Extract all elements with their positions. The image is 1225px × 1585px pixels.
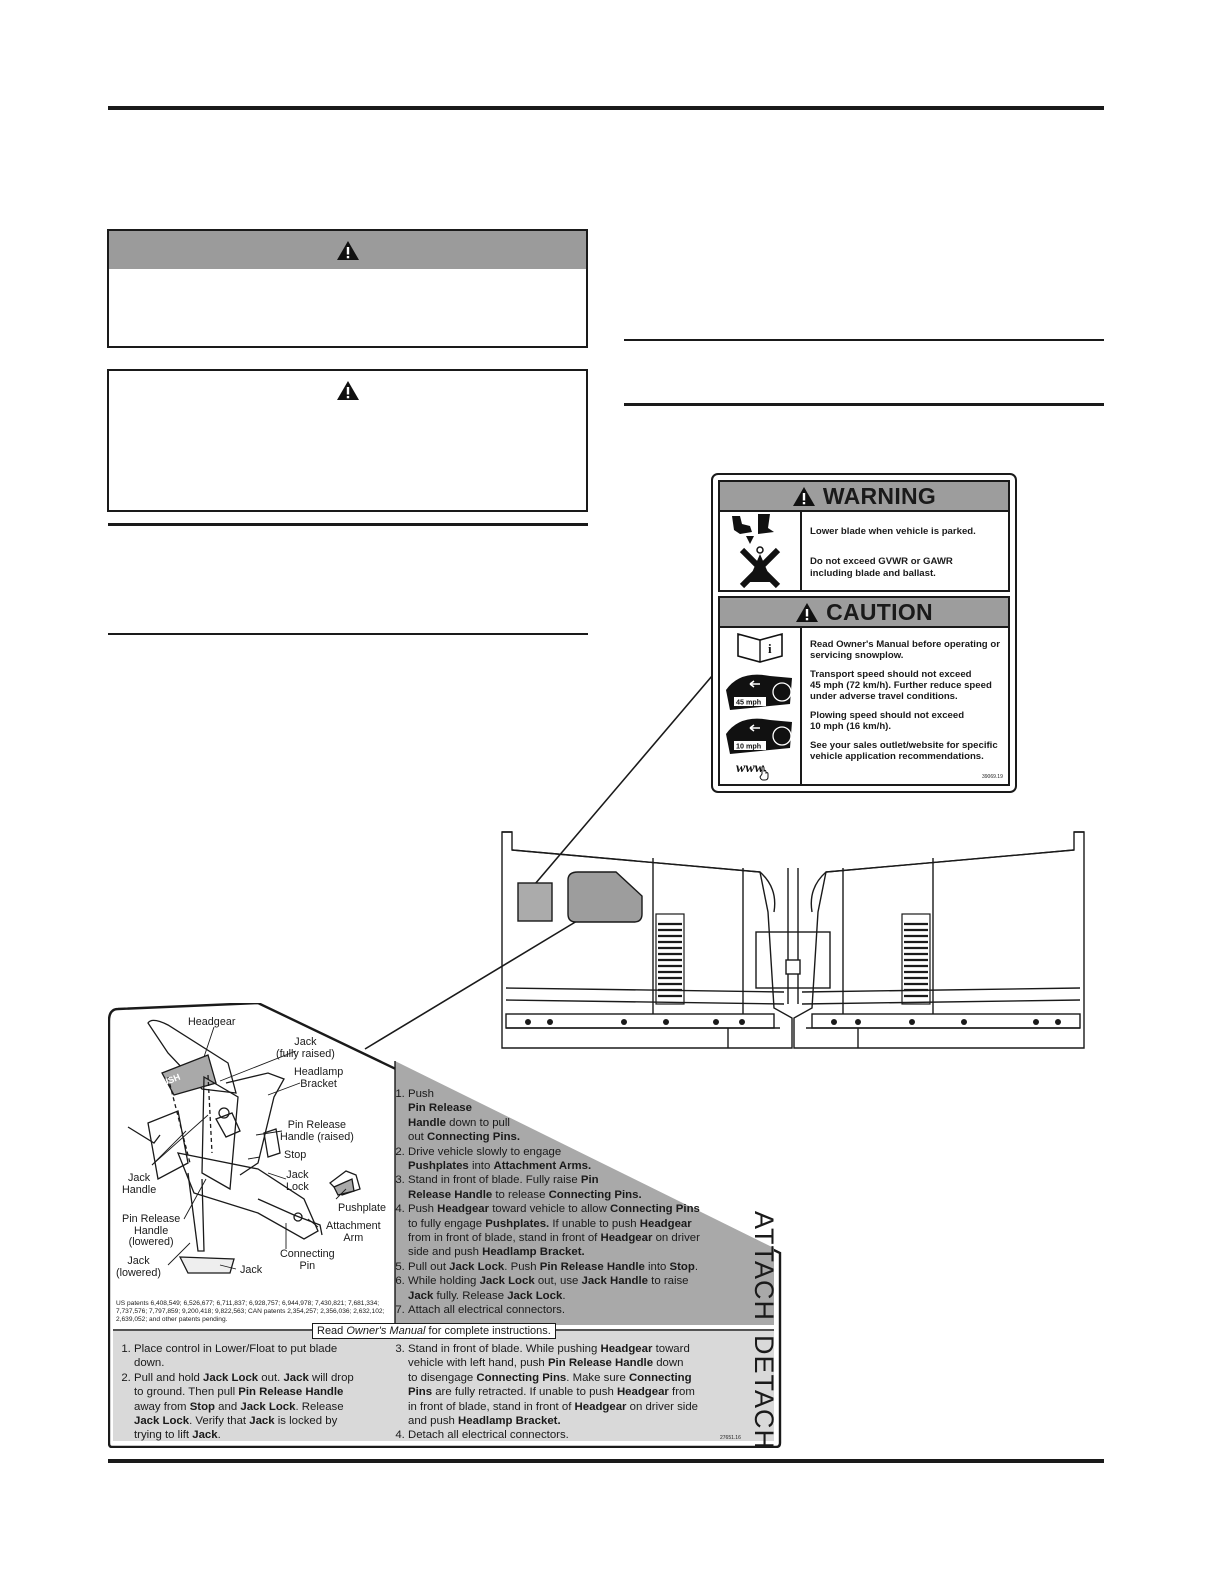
- label-attachment-arm: Attachment Arm: [326, 1220, 381, 1244]
- attach-title: ATTACH: [749, 1211, 779, 1321]
- caution-line-3b: 10 mph (16 km/h).: [810, 721, 892, 732]
- footer-rule: [108, 1459, 1104, 1463]
- attach-step-6: While holding Jack Lock out, use Jack Ha…: [408, 1274, 750, 1303]
- hazard-box-1-header: [109, 231, 586, 269]
- read-manual-emphasis: Owner's Manual: [346, 1325, 426, 1337]
- section-rule: [624, 403, 1104, 406]
- svg-text:i: i: [768, 641, 772, 656]
- detach-step-1: Place control in Lower/Float to put blad…: [134, 1342, 396, 1371]
- truck-speed-icon-10: 10 mph: [726, 718, 792, 754]
- caution-line-2a: Transport speed should not exceed: [810, 669, 972, 680]
- caution-icons: i 45 mph 10 mph www.: [720, 626, 802, 784]
- trip-springs: [655, 913, 931, 1005]
- caution-line-1b: servicing snowplow.: [810, 650, 904, 661]
- manual-and-speed-icons: i 45 mph 10 mph www.: [726, 632, 792, 781]
- warning-line-2b: including blade and ballast.: [810, 568, 936, 579]
- callout-leaders: [151, 1026, 347, 1270]
- attach-decal-location: [567, 871, 643, 923]
- warning-title: WARNING: [822, 482, 937, 509]
- label-jack-lowered: Jack (lowered): [116, 1255, 162, 1279]
- attach-step-3: Stand in front of blade. Fully raise Pin…: [408, 1173, 750, 1202]
- label-jack-raised: Jack (fully raised): [276, 1036, 335, 1060]
- warning-line-2a: Do not exceed GVWR or GAWR: [810, 556, 953, 567]
- read-manual-post: for complete instructions.: [425, 1325, 551, 1337]
- attach-step-2: Drive vehicle slowly to engagePushplates…: [408, 1145, 750, 1174]
- label-connecting-pin: Connecting Pin: [280, 1248, 335, 1272]
- hazard-box-1: [107, 229, 588, 348]
- label-jack: Jack: [240, 1264, 263, 1276]
- label-jack-handle: Jack Handle: [122, 1172, 157, 1196]
- section-rule: [108, 523, 588, 526]
- section-rule: [624, 339, 1104, 341]
- warning-decal-location: [517, 882, 553, 922]
- warning-triangle-icon: [792, 486, 815, 506]
- caution-panel: CAUTION i 45 mph: [718, 596, 1010, 786]
- label-headgear: Headgear: [188, 1016, 236, 1028]
- header-rule: [108, 106, 1104, 110]
- warning-line-1: Lower blade when vehicle is parked.: [810, 526, 976, 537]
- attach-step-7: Attach all electrical connectors.: [408, 1303, 750, 1317]
- plow-blade-illustration: [501, 831, 1085, 1049]
- caution-line-4a: See your sales outlet/website for specif…: [810, 740, 998, 751]
- attach-decal-shape: [108, 1003, 782, 1448]
- detach-step-3: Stand in front of blade. While pushing H…: [408, 1342, 750, 1428]
- caution-title: CAUTION: [826, 598, 933, 625]
- warning-icons: [720, 510, 802, 590]
- hazard-box-2: [107, 369, 588, 512]
- caution-line-4b: vehicle application recommendations.: [810, 751, 984, 762]
- blade-crush-hazard-icon: [732, 514, 781, 589]
- label-pin-release-lowered: Pin Release Handle (lowered): [122, 1213, 181, 1248]
- label-pushplate: Pushplate: [338, 1202, 387, 1214]
- detach-steps-left: Place control in Lower/Float to put blad…: [116, 1342, 396, 1443]
- caution-line-2c: under adverse travel conditions.: [810, 691, 958, 702]
- detach-step-2: Pull and hold Jack Lock out. Jack will d…: [134, 1371, 396, 1443]
- read-manual-banner: Read Owner's Manual for complete instruc…: [312, 1323, 556, 1339]
- detach-title: DETACH: [749, 1335, 779, 1451]
- attach-step-4: Push Headgear toward vehicle to allow Co…: [408, 1202, 750, 1260]
- patent-text: US patents 6,408,549; 6,526,677; 6,711,8…: [116, 1300, 385, 1323]
- label-stop: Stop: [284, 1149, 307, 1161]
- attach-detach-decal: PUSH Headgear Jack (fully raised) Headla…: [108, 1003, 783, 1451]
- caution-line-1a: Read Owner's Manual before operating or: [810, 639, 1000, 650]
- attach-part-number: 27651.16: [720, 1435, 741, 1441]
- warning-header: WARNING: [720, 482, 1008, 512]
- warning-triangle-icon: [336, 380, 359, 400]
- warning-triangle-icon: [336, 240, 359, 260]
- caution-line-3a: Plowing speed should not exceed: [810, 710, 965, 721]
- hazard-box-2-header: [109, 371, 586, 409]
- attach-step-5: Pull out Jack Lock. Push Pin Release Han…: [408, 1260, 750, 1274]
- caution-part-number: 39069.19: [982, 774, 1003, 780]
- www-icon: www.: [736, 761, 769, 781]
- svg-text:10 mph: 10 mph: [736, 742, 761, 751]
- svg-text:45 mph: 45 mph: [736, 698, 761, 707]
- warning-caution-decal: WARNING Lower blade when vehicle is park…: [711, 473, 1017, 793]
- manual-book-icon: i: [737, 632, 783, 663]
- headgear-line-art: [127, 1019, 361, 1274]
- svg-text:www.: www.: [736, 761, 767, 776]
- warning-panel: WARNING Lower blade when vehicle is park…: [718, 480, 1010, 592]
- detach-steps-right: Stand in front of blade. While pushing H…: [390, 1342, 750, 1443]
- truck-speed-icon-45: 45 mph: [726, 674, 792, 710]
- label-headlamp-bracket: Headlamp Bracket: [294, 1066, 344, 1090]
- label-pin-release-raised: Pin Release Handle (raised): [280, 1119, 354, 1143]
- caution-line-2b: 45 mph (72 km/h). Further reduce speed: [810, 680, 992, 691]
- section-rule: [108, 633, 588, 635]
- caution-header: CAUTION: [720, 598, 1008, 628]
- detach-step-4: Detach all electrical connectors.: [408, 1428, 750, 1442]
- label-jack-lock: Jack Lock: [286, 1169, 309, 1193]
- read-manual-pre: Read: [317, 1325, 347, 1337]
- warning-triangle-icon: [796, 602, 819, 622]
